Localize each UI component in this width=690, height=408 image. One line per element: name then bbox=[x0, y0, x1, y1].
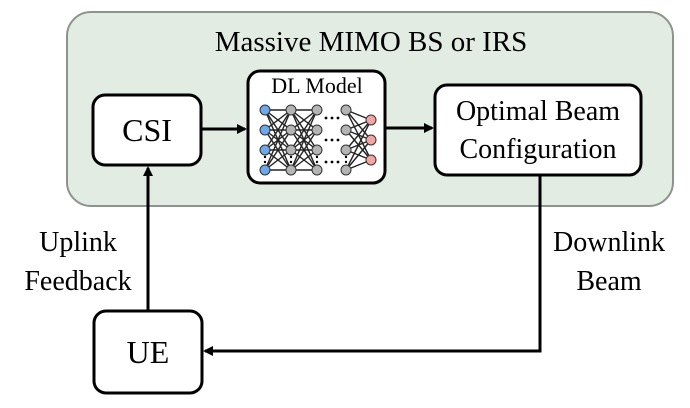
nn-neuron bbox=[285, 144, 297, 156]
nn-connection bbox=[290, 109, 318, 151]
nn-ellipsis-dot bbox=[263, 155, 267, 159]
nn-neuron bbox=[311, 164, 323, 176]
nn-connection bbox=[290, 129, 318, 171]
nn-dot bbox=[330, 138, 334, 142]
uplink-label-line1: Uplink bbox=[39, 227, 117, 258]
csi-label: CSI bbox=[122, 112, 172, 148]
nn-ellipsis-dot bbox=[315, 160, 319, 164]
nn-neuron bbox=[285, 164, 297, 176]
nn-neuron bbox=[259, 104, 271, 116]
nn-dot bbox=[336, 138, 340, 142]
nn-ellipsis-dot bbox=[289, 155, 293, 159]
nn-ellipsis-dot bbox=[263, 160, 267, 164]
nn-dot bbox=[336, 160, 340, 164]
nn-ellipsis-dot bbox=[315, 155, 319, 159]
nn-connection bbox=[345, 119, 372, 171]
nn-dot bbox=[330, 160, 334, 164]
nn-ellipsis-dot bbox=[289, 160, 293, 164]
nn-dot bbox=[324, 160, 328, 164]
optimal-beam-block: Optimal Beam Configuration bbox=[433, 83, 643, 177]
container-title: Massive MIMO BS or IRS bbox=[215, 26, 528, 58]
nn-dot bbox=[336, 116, 340, 120]
neural-network-icon bbox=[259, 104, 377, 176]
nn-connection bbox=[345, 139, 372, 171]
nn-neuron bbox=[365, 154, 377, 166]
nn-dot bbox=[324, 138, 328, 142]
nn-dot bbox=[324, 116, 328, 120]
dl-model-label: DL Model bbox=[271, 73, 362, 98]
uplink-label-line2: Feedback bbox=[24, 266, 131, 297]
nn-connection bbox=[264, 129, 292, 171]
nn-neuron bbox=[259, 124, 271, 136]
optimal-beam-label-line2: Configuration bbox=[459, 134, 616, 165]
nn-connection bbox=[264, 109, 292, 171]
nn-neuron bbox=[311, 124, 323, 136]
nn-neuron bbox=[340, 164, 352, 176]
nn-neuron bbox=[285, 104, 297, 116]
nn-neuron bbox=[259, 164, 271, 176]
nn-neuron bbox=[311, 104, 323, 116]
nn-neuron bbox=[340, 144, 352, 156]
nn-neuron bbox=[340, 104, 352, 116]
nn-connection bbox=[264, 109, 292, 151]
nn-neuron bbox=[365, 134, 377, 146]
nn-ellipsis-dot bbox=[344, 160, 348, 164]
optimal-beam-label-line1: Optimal Beam bbox=[456, 96, 620, 127]
nn-neuron bbox=[259, 144, 271, 156]
downlink-beam-arrow bbox=[203, 176, 542, 356]
downlink-label-line1: Downlink bbox=[553, 227, 665, 258]
downlink-label-line2: Beam bbox=[576, 266, 642, 297]
csi-block: CSI bbox=[91, 93, 203, 167]
nn-ellipsis-dot bbox=[344, 155, 348, 159]
dl-model-block: DL Model bbox=[246, 69, 387, 185]
nn-neuron bbox=[285, 124, 297, 136]
ue-block: UE bbox=[92, 309, 204, 395]
nn-neuron bbox=[340, 124, 352, 136]
ue-label: UE bbox=[127, 334, 170, 370]
nn-dot bbox=[330, 116, 334, 120]
nn-connection bbox=[290, 109, 318, 171]
nn-neuron bbox=[311, 144, 323, 156]
nn-neuron bbox=[365, 114, 377, 126]
nn-connection bbox=[345, 119, 372, 151]
